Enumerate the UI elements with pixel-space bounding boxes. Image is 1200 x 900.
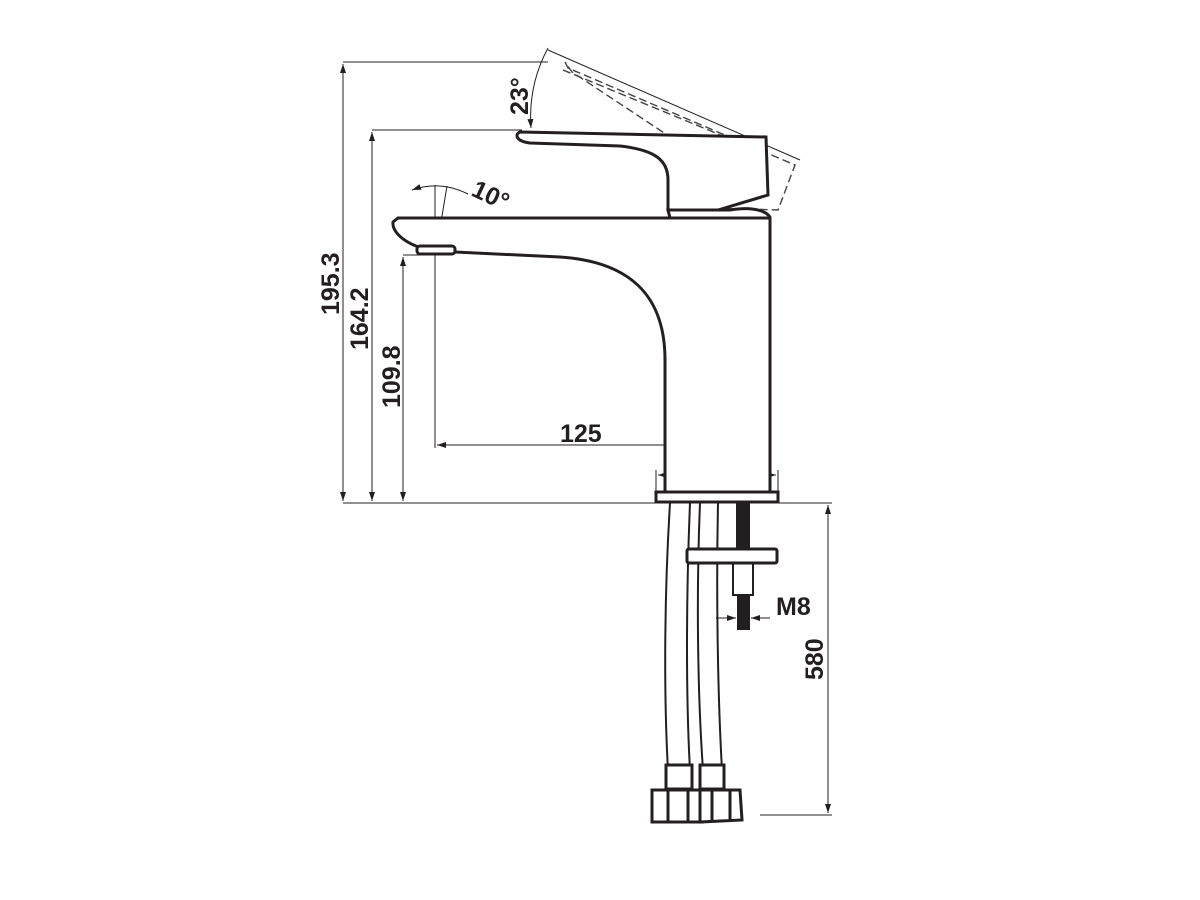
- label-164-2: 164.2: [346, 287, 374, 350]
- hose-ferrule-right: [698, 763, 726, 791]
- mounting-plate: [685, 547, 779, 565]
- hose-ferrule-left: [664, 763, 694, 791]
- label-195-3: 195.3: [317, 252, 345, 315]
- faucet-body: [391, 130, 780, 504]
- label-125: 125: [560, 420, 602, 448]
- dimension-handle-angle: 23°: [506, 47, 801, 161]
- dimension-hose-length: 580: [801, 505, 831, 813]
- hex-nut-right: [698, 788, 744, 824]
- dimension-handle-height: 164.2: [346, 132, 375, 501]
- base-plate: [654, 490, 780, 504]
- dimension-total-height: 195.3: [317, 64, 346, 501]
- dimension-outlet-height: 109.8: [378, 257, 406, 501]
- hex-nut-left: [650, 788, 704, 824]
- mounting-bolt: [685, 503, 779, 630]
- lever-handle: [515, 130, 770, 212]
- label-m8: M8: [776, 593, 811, 621]
- hoses: [650, 502, 744, 824]
- label-10-degrees: 10°: [467, 175, 513, 216]
- label-580: 580: [801, 638, 829, 680]
- threaded-stud: [737, 595, 750, 630]
- aerator: [415, 244, 457, 256]
- dimension-thread: M8: [716, 593, 811, 621]
- label-23-degrees: 23°: [506, 77, 534, 115]
- label-109-8: 109.8: [378, 345, 406, 408]
